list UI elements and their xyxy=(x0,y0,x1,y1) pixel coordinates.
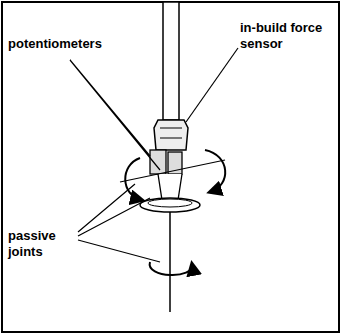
rotation-arrow xyxy=(150,262,192,275)
frame xyxy=(2,2,339,332)
leader-line xyxy=(186,48,238,122)
base-plate xyxy=(140,198,200,212)
potentiometer xyxy=(150,150,166,174)
rod xyxy=(163,2,179,120)
force-sensor xyxy=(154,120,188,150)
leader-line xyxy=(78,184,160,262)
rotation-arrow xyxy=(205,150,225,192)
part-label: potentiometers xyxy=(8,36,128,52)
part-label: in-build force sensor xyxy=(240,20,336,52)
rotation-arrow xyxy=(125,158,142,200)
part-label: passive joints xyxy=(8,228,78,260)
leader-line xyxy=(70,60,160,170)
